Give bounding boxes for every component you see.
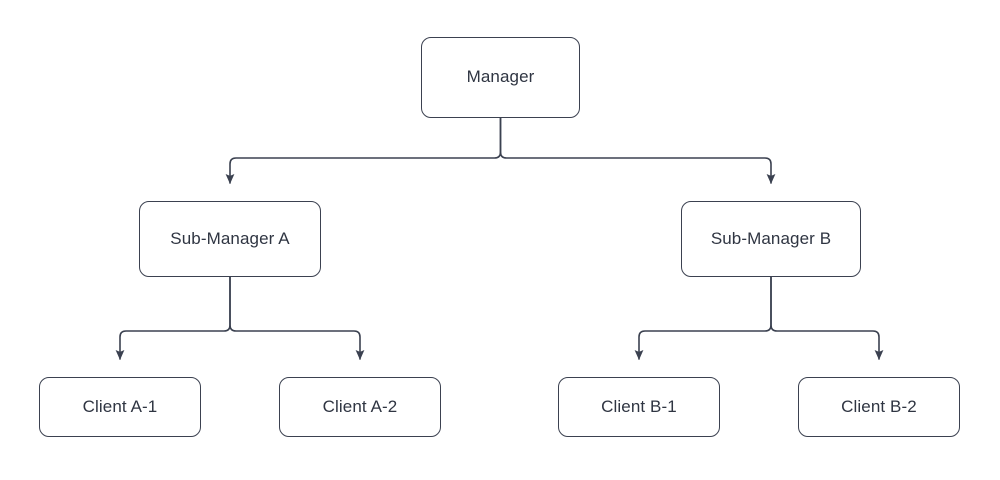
node-client-b1[interactable]: Client B-1	[558, 377, 720, 437]
node-sub-manager-b-label: Sub-Manager B	[710, 228, 832, 248]
node-sub-manager-a[interactable]: Sub-Manager A	[139, 201, 321, 277]
node-sub-manager-a-label: Sub-Manager A	[170, 228, 290, 248]
node-manager-label: Manager	[466, 67, 535, 87]
edge-sub-manager-b-to-client-b1	[634, 276, 772, 360]
edge-sub-manager-b-to-client-b2	[770, 276, 884, 360]
edge-sub-manager-a-to-client-a1	[115, 276, 231, 360]
node-client-a2[interactable]: Client A-2	[279, 377, 441, 437]
node-client-b1-label: Client B-1	[601, 396, 677, 416]
node-manager[interactable]: Manager	[421, 37, 580, 118]
node-client-a1[interactable]: Client A-1	[39, 377, 201, 437]
edge-sub-manager-a-to-client-a2	[229, 276, 365, 360]
edge-manager-to-sub-manager-b	[499, 117, 776, 184]
node-client-a1-label: Client A-1	[82, 396, 158, 416]
node-client-b2[interactable]: Client B-2	[798, 377, 960, 437]
node-client-b2-label: Client B-2	[841, 396, 917, 416]
node-client-a2-label: Client A-2	[322, 396, 398, 416]
edge-manager-to-sub-manager-a	[225, 117, 502, 184]
node-sub-manager-b[interactable]: Sub-Manager B	[681, 201, 861, 277]
